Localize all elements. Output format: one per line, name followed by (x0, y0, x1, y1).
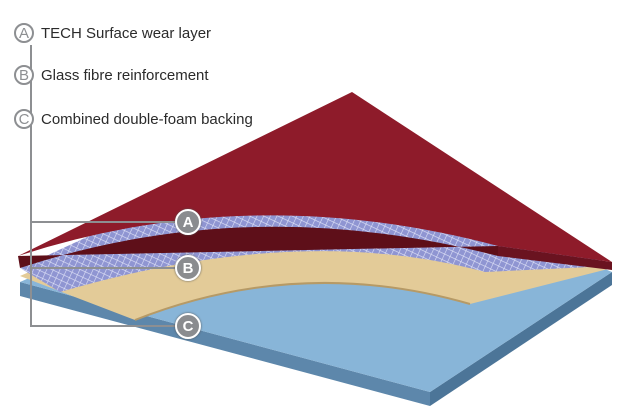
legend-item-c: C Combined double-foam backing (14, 107, 253, 131)
leader-lines (30, 45, 176, 327)
legend-item-a: A TECH Surface wear layer (14, 21, 211, 45)
callout-a: A (175, 209, 201, 235)
legend-label-b: Glass fibre reinforcement (41, 66, 209, 84)
wear-side (18, 226, 498, 268)
callout-c: C (175, 313, 201, 339)
legend-badge-a: A (14, 23, 34, 43)
legend-item-b: B Glass fibre reinforcement (14, 63, 209, 87)
legend-label-c: Combined double-foam backing (41, 110, 253, 128)
legend-badge-c: C (14, 109, 34, 129)
callout-b: B (175, 255, 201, 281)
foam-edge (134, 281, 471, 321)
wear-side-right (498, 246, 612, 270)
backing-side-right (430, 272, 612, 406)
legend-label-a: TECH Surface wear layer (41, 24, 212, 42)
legend-badge-b: B (14, 65, 34, 85)
wear-layer (18, 92, 612, 262)
